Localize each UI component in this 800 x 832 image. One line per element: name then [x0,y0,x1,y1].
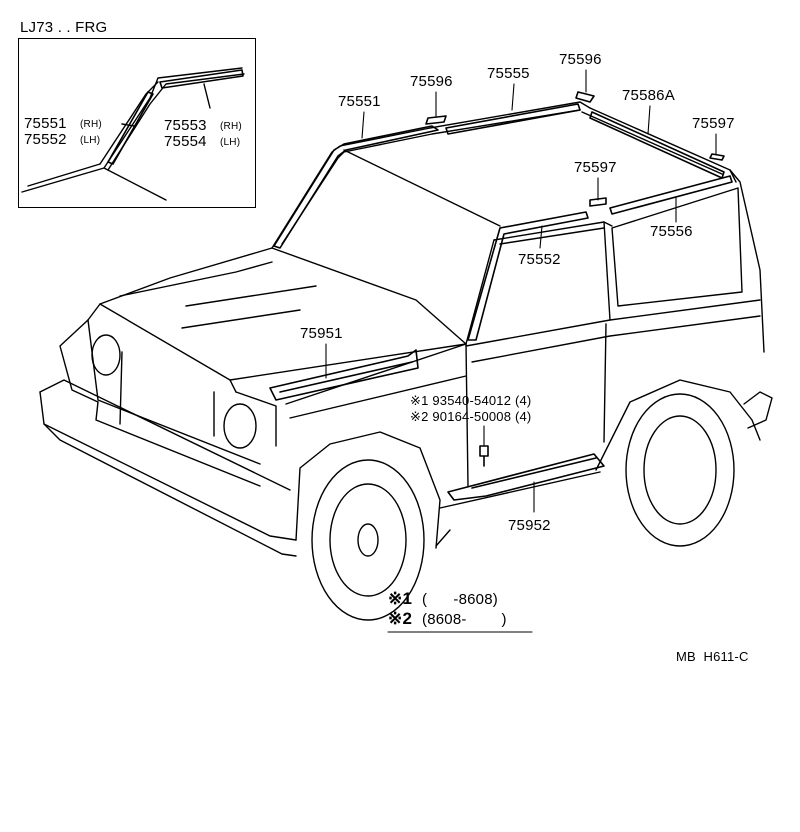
legend-row2-range: (8608- ) [422,611,507,628]
legend-row1-range: ( -8608) [422,591,498,608]
part-75551-strip [273,125,439,249]
part-label-75597-top: 75597 [692,115,735,132]
part-label-75555: 75555 [487,65,530,82]
part-75597-mid-clip [589,197,607,207]
part-75555-strip [445,103,581,135]
inset-frame [18,38,256,208]
part-label-75596-left: 75596 [410,73,453,90]
inset-molding-upper [159,69,244,89]
fastener-note-2: ※2 90164-50008 (4) [410,409,532,424]
part-label-75596-right: 75596 [559,51,602,68]
molding-parts [269,91,733,501]
part-75596-left-clip [425,115,447,125]
inset-label-75554: 75554 [164,133,207,150]
part-75952-strip [447,453,605,501]
inset-label-75551-side: (RH) [80,119,102,130]
legend-row1-mark: ※1 [388,589,413,608]
inset-label-75553: 75553 [164,117,207,134]
part-75552-strip [467,211,589,341]
part-label-75952: 75952 [508,517,551,534]
part-label-75552: 75552 [518,251,561,268]
inset-title: LJ73 . . FRG [20,19,108,36]
part-label-75556: 75556 [650,223,693,240]
leader-lines [325,69,717,633]
part-label-75586A: 75586A [622,87,675,104]
inset-label-75554-side: (LH) [220,137,241,148]
clip-fastener-shape [479,445,489,467]
fastener-note-1: ※1 93540-54012 (4) [410,393,532,408]
inset-drawing [21,67,245,201]
part-label-75951: 75951 [300,325,343,342]
legend-row2-mark: ※2 [388,609,413,628]
part-75597-top-clip [709,153,725,161]
inset-label-75552: 75552 [24,131,67,148]
part-label-75551: 75551 [338,93,381,110]
part-75951-strip [269,349,419,401]
inset-label-75551: 75551 [24,115,67,132]
inset-label-75552-side: (LH) [80,135,101,146]
diagram-code: MB H611-C [676,649,749,664]
part-label-75597-mid: 75597 [574,159,617,176]
part-75556-strip [609,175,733,215]
inset-molding-side [107,91,154,165]
inset-label-75553-side: (RH) [220,121,242,132]
part-75596-right-clip [575,91,595,103]
